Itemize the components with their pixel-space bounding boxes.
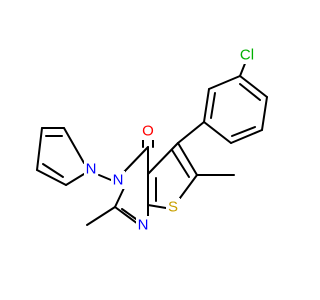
chlorine-atom-label: Cl	[240, 47, 254, 64]
bond-ph-c1-c2	[239, 75, 268, 98]
bond-pr-cc-cd-inner	[42, 163, 64, 178]
structure-canvas: Cl O N N N S	[36, 46, 268, 234]
sulfur-atom-label: S	[168, 199, 178, 216]
oxygen-atom-label: O	[142, 123, 154, 140]
bond-th-c5-c6-inner	[171, 149, 190, 178]
bond-th-c4a-c5	[147, 142, 179, 175]
bond-py-n3-c2	[114, 187, 125, 208]
bond-phenyl-thiophene	[177, 121, 205, 144]
pyrrole-ring	[36, 127, 85, 186]
bond-ph-inner-2	[231, 126, 256, 137]
chlorophenyl-ring	[203, 60, 268, 144]
atom-labels: Cl O N N N S	[84, 46, 257, 234]
bond-th-s-c7a	[147, 204, 167, 209]
pyrrole-nitrogen-atom-label: N	[86, 161, 97, 178]
bond-ph-c4-c5	[203, 121, 232, 144]
bond-ph-inner-3	[210, 92, 216, 119]
pyrimidinone-ring	[114, 146, 157, 225]
bond-ph-c2-c3	[261, 96, 268, 131]
molecule-diagram: Cl O N N N S	[36, 46, 268, 234]
bond-pr-cc-cd	[36, 169, 67, 186]
amide-nitrogen-atom-label: N	[113, 172, 124, 189]
bond-ph-c5-c6	[203, 88, 210, 123]
bond-th-c5-c6	[177, 142, 198, 176]
bond-th-c6-s	[179, 174, 198, 199]
bond-pr-n-ca	[63, 127, 85, 164]
bond-ph-inner-1	[239, 83, 261, 101]
bond-ph-c3-c4	[230, 129, 263, 144]
bond-py-c2-n1-inner	[121, 208, 137, 220]
imine-nitrogen-atom-label: N	[138, 217, 149, 234]
bond-py-c4-n3	[123, 146, 149, 173]
bond-py-c2-n1	[114, 206, 139, 225]
bond-ph-c6-c1	[208, 75, 241, 90]
bond-pr-cb-cc	[36, 127, 43, 171]
bond-n-n	[98, 174, 112, 181]
bond-pr-cd-n	[65, 173, 85, 186]
thiophene-ring	[147, 142, 198, 209]
bond-methyl-c2	[86, 206, 116, 226]
